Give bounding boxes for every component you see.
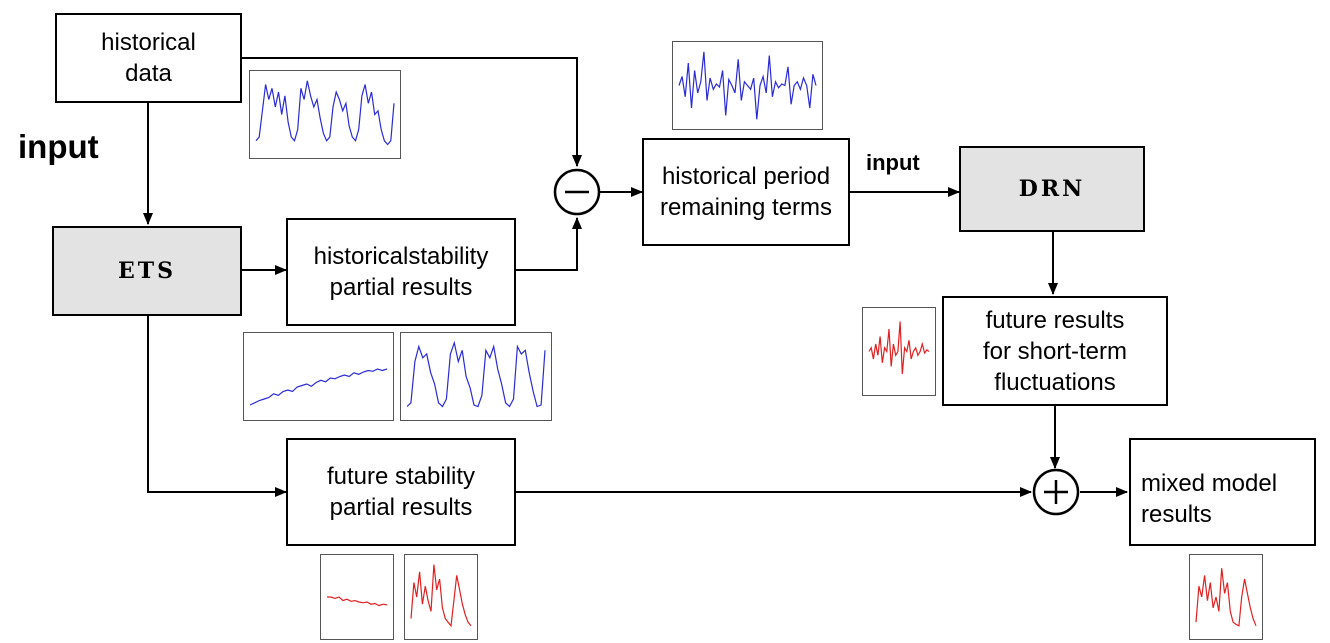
mixed-results-box: mixed model results [1129,438,1316,546]
historical-data-box: historical data [55,13,242,103]
historical-remaining-box: historical period remaining terms [642,138,850,246]
add-operator [1032,468,1080,516]
historical-data-thumbnail [249,70,401,159]
stability-periodic-thumbnail [400,332,552,421]
future-trend-plot [327,596,388,607]
historical-data-plot [255,80,395,146]
arrow-hist-stability-to-subtract [516,217,582,271]
stability-periodic-plot [406,340,546,408]
drn-box: DRN [959,146,1145,232]
future-short-term-box: future results for short-term fluctuatio… [942,296,1168,406]
short-term-forecast-plot [868,321,930,375]
future-periodic-thumbnail [404,554,478,640]
mixed-forecast-plot [1195,568,1257,627]
remaining-terms-plot [678,51,817,120]
input-label-left: input [18,128,99,165]
future-stability-box: future stability partial results [286,438,516,546]
future-periodic-plot [410,564,472,628]
stability-trend-plot [249,368,388,406]
arrow-data-to-subtract [240,57,582,167]
short-term-forecast-thumbnail [862,307,936,396]
input-label-drn: input [866,150,920,175]
arrow-ets-to-future-stability [147,316,287,497]
subtract-operator [553,168,601,216]
ets-box: ETS [52,226,242,316]
historical-stability-box: historicalstability partial results [286,218,516,326]
mixed-forecast-thumbnail [1189,554,1263,640]
remaining-terms-thumbnail [672,41,823,130]
stability-trend-thumbnail [243,332,394,421]
future-trend-thumbnail [320,554,394,640]
